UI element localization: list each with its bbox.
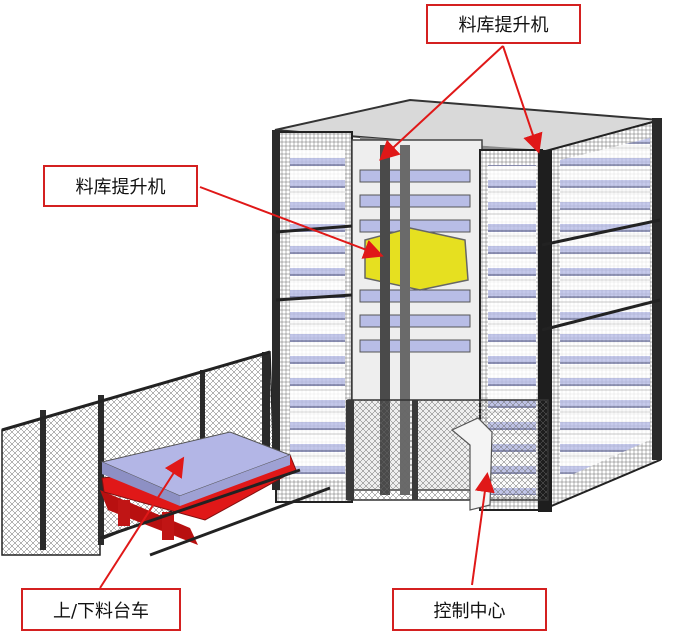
label-lift-top: 料库提升机: [426, 4, 581, 44]
arrow-lift-left: [199, 186, 384, 259]
label-lift-left: 料库提升机: [43, 165, 198, 207]
label-loading-cart: 上/下料台车: [21, 588, 181, 631]
arrow-lift-top-left: [379, 45, 504, 161]
callout-arrows: [99, 45, 543, 589]
arrow-cart: [99, 456, 185, 589]
label-control-center: 控制中心: [392, 588, 547, 631]
arrow-control: [471, 472, 495, 586]
arrow-lift-top-right: [502, 45, 543, 154]
lift-tower: [272, 98, 662, 512]
